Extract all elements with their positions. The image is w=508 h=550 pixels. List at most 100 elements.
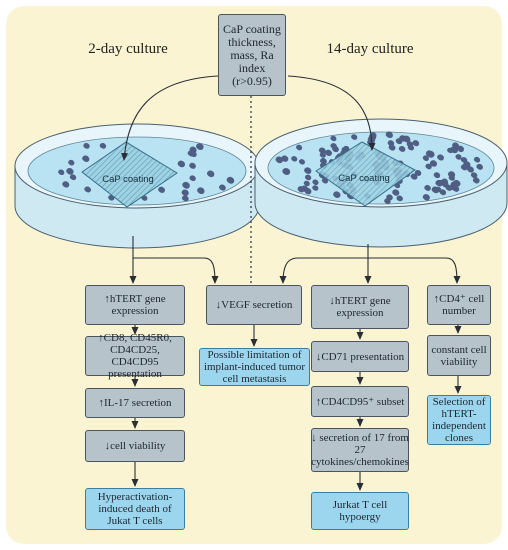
cell: [425, 163, 432, 170]
cell: [291, 156, 298, 162]
cell: [182, 181, 190, 189]
left-culture-label: 2-day culture: [88, 41, 168, 57]
left-branch-connectors: [129, 236, 219, 284]
col4-outcome-box: Selection of hTERT-independent clones: [427, 395, 491, 445]
cell: [457, 145, 465, 153]
col3-outcome-box: Jurkat T cell hypoergy: [311, 492, 409, 530]
cell: [435, 186, 442, 193]
cell: [69, 174, 77, 181]
col1-hTERT-up-box: ↑hTERT gene expression: [85, 285, 185, 325]
cell: [99, 142, 107, 149]
right-coating-label: CaP coating: [338, 173, 390, 184]
left-coating-label: CaP coating: [102, 174, 154, 185]
cell: [422, 194, 430, 201]
cell: [333, 191, 341, 198]
cell: [447, 171, 456, 178]
col2-outcome-box: Possible limitation of implant-induced t…: [199, 348, 310, 386]
cell: [402, 135, 411, 143]
cell: [460, 164, 468, 171]
cell: [398, 146, 406, 152]
cell: [189, 175, 196, 182]
cell: [83, 143, 90, 149]
cell: [58, 169, 65, 176]
cell: [318, 147, 326, 154]
cell: [422, 155, 429, 161]
cell: [343, 145, 350, 152]
cell: [412, 140, 420, 147]
col3-cytokines-box: ↓ secretion of 17 from 27 cytokines/chem…: [311, 428, 409, 472]
col4-cd4-box: ↑CD4⁺ cell number: [427, 285, 491, 325]
cell: [441, 178, 449, 185]
cell: [330, 135, 337, 142]
cell: [82, 155, 90, 162]
cell: [304, 174, 312, 181]
left-dish-cells: [58, 142, 235, 202]
cell: [452, 185, 460, 192]
cell: [181, 195, 189, 202]
cell: [395, 138, 403, 145]
cell: [470, 172, 478, 179]
right-culture-label: 14-day culture: [326, 41, 414, 57]
cell: [84, 186, 91, 193]
arrow-to-left-dish: [121, 75, 219, 161]
cell: [410, 173, 418, 180]
cell: [414, 170, 422, 176]
cell: [384, 198, 391, 205]
cell: [437, 154, 444, 161]
cell: [158, 186, 165, 193]
cell: [388, 144, 396, 151]
cell: [435, 179, 443, 187]
cell: [312, 179, 319, 186]
cap-coating-parameters-box: CaP coating thickness, mass, Ra index (r…: [218, 14, 286, 96]
right-petri-dish: CaP coating: [254, 118, 508, 248]
cell: [433, 172, 441, 179]
cell: [189, 162, 196, 169]
cell: [181, 189, 189, 196]
cell: [298, 159, 305, 165]
cell: [62, 181, 70, 188]
cell: [450, 146, 458, 154]
cell: [476, 163, 483, 170]
cell: [407, 144, 415, 151]
cell: [296, 144, 303, 151]
col1-viability-box: ↓cell viability: [85, 430, 185, 462]
cell: [196, 143, 204, 151]
cell: [325, 149, 332, 157]
cell: [297, 186, 305, 193]
cell: [429, 160, 438, 167]
cell: [427, 151, 434, 158]
col3-cd71-box: ↓CD71 presentation: [311, 341, 409, 372]
cell: [319, 152, 326, 158]
cell: [187, 150, 195, 157]
cell: [396, 195, 403, 202]
cell: [473, 156, 481, 163]
cell: [312, 185, 319, 191]
cell: [424, 184, 431, 191]
cell: [66, 168, 74, 175]
cell: [219, 184, 226, 191]
cell: [439, 189, 447, 196]
cell: [392, 189, 400, 196]
cell: [351, 134, 358, 140]
col1-il17-box: ↑IL-17 secretion: [85, 388, 185, 418]
cell: [472, 177, 480, 184]
cell: [370, 132, 377, 138]
col3-cd4cd95-box: ↑CD4CD95⁺ subset: [311, 386, 409, 417]
left-petri-dish: CaP coating: [14, 123, 260, 249]
cell: [226, 176, 235, 184]
cell: [452, 179, 461, 187]
col3-hTERT-down-box: ↓hTERT gene expression: [311, 285, 409, 329]
cell: [330, 143, 337, 149]
cell: [275, 156, 283, 164]
col2-vegf-box: ↓VEGF secretion: [206, 285, 302, 325]
col4-viability-box: constant cell viability: [427, 335, 491, 376]
cell: [467, 166, 474, 173]
cell: [455, 154, 462, 160]
cell: [452, 142, 459, 149]
right-branch-connectors: [279, 244, 461, 284]
cell: [206, 170, 215, 178]
cell: [304, 187, 312, 195]
arrow-to-right-dish: [287, 75, 376, 151]
cell: [303, 180, 310, 187]
